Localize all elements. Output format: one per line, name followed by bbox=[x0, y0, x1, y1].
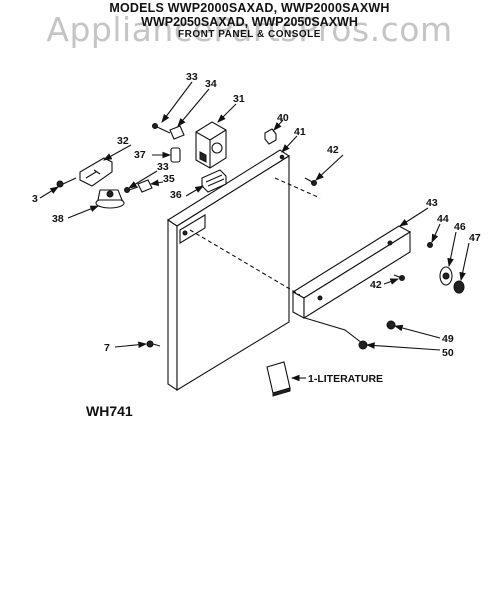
callout-46: 46 bbox=[454, 221, 466, 233]
callout-3: 3 bbox=[32, 193, 38, 205]
diagram-code: WH741 bbox=[86, 403, 133, 419]
bushing-34 bbox=[169, 125, 185, 140]
knob-46 bbox=[439, 266, 453, 286]
pressure-switch-38 bbox=[95, 189, 125, 209]
screw-33-top bbox=[152, 123, 171, 134]
models-title-line1: MODELS WWP2000SAXAD, WWP2000SAXWH bbox=[109, 1, 390, 15]
callout-36: 36 bbox=[170, 189, 182, 201]
screw-44 bbox=[427, 242, 433, 248]
nut-49 bbox=[386, 320, 396, 330]
callout-31: 31 bbox=[233, 93, 245, 105]
callout-47: 47 bbox=[469, 232, 481, 244]
nut-50 bbox=[358, 340, 368, 350]
part-37 bbox=[170, 147, 181, 163]
literature-label: 1-LITERATURE bbox=[308, 373, 383, 385]
screw-42-lower bbox=[393, 274, 405, 281]
callout-40: 40 bbox=[277, 112, 289, 124]
screw-33-mid bbox=[124, 186, 139, 193]
console-bracket bbox=[291, 225, 412, 319]
callout-42-lower: 42 bbox=[370, 279, 382, 291]
part-35 bbox=[137, 179, 153, 193]
knob-40 bbox=[264, 128, 277, 145]
callout-49: 49 bbox=[442, 333, 454, 345]
callout-44: 44 bbox=[437, 213, 449, 225]
screw-42-top bbox=[304, 177, 317, 186]
callout-42-top: 42 bbox=[327, 144, 339, 156]
callout-32: 32 bbox=[117, 135, 129, 147]
callout-33: 33 bbox=[186, 71, 198, 83]
callout-37: 37 bbox=[134, 149, 146, 161]
callout-35: 35 bbox=[163, 173, 175, 185]
bracket-32 bbox=[79, 157, 113, 187]
callout-38: 38 bbox=[52, 213, 64, 225]
diagram-subtitle: FRONT PANEL & CONSOLE bbox=[178, 29, 321, 40]
screw-3 bbox=[56, 177, 77, 188]
callout-7: 7 bbox=[104, 342, 110, 354]
callout-34: 34 bbox=[205, 78, 217, 90]
callout-33-mid: 33 bbox=[157, 161, 169, 173]
timer bbox=[195, 121, 227, 169]
screw-7 bbox=[146, 340, 161, 348]
leader-lines bbox=[39, 81, 470, 382]
models-title-line2: WWP2050SAXAD, WWP2050SAXWH bbox=[141, 15, 358, 29]
callout-41: 41 bbox=[294, 126, 306, 138]
literature-booklet bbox=[266, 361, 291, 397]
watermark: AppliancePartsPros.com bbox=[46, 10, 453, 49]
callout-50: 50 bbox=[442, 347, 454, 359]
cap-47 bbox=[453, 280, 465, 294]
front-panel bbox=[166, 149, 291, 392]
callout-43: 43 bbox=[426, 197, 438, 209]
